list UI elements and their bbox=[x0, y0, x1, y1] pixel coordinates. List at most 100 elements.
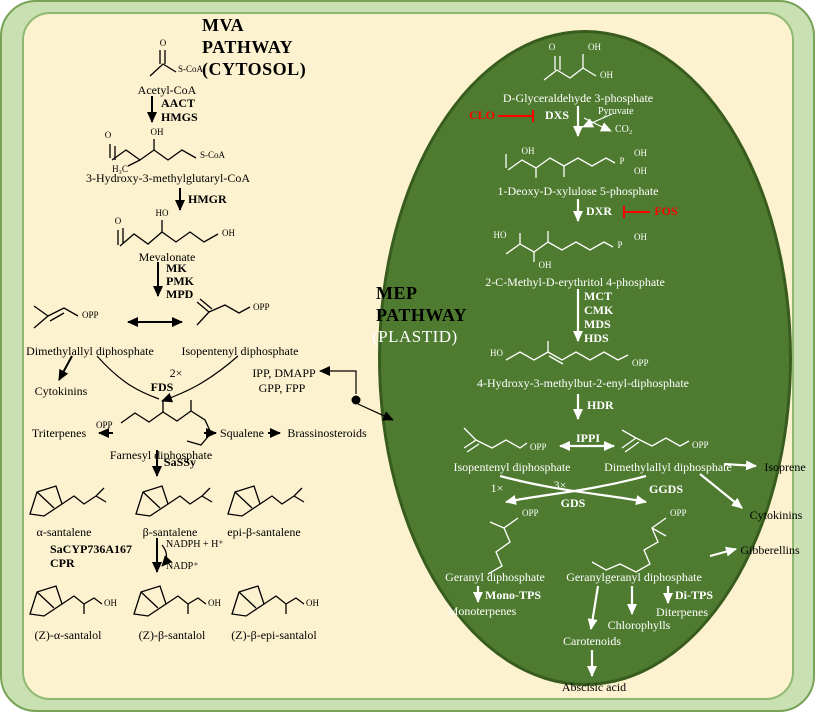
pool-line2-label: GPP, FPP bbox=[258, 381, 306, 395]
z-alpha-santalol-label: (Z)-α-santalol bbox=[34, 628, 102, 642]
fos-inhibitor-label: FOS bbox=[654, 204, 678, 218]
mep-title-line3: (PLASTID) bbox=[372, 327, 458, 346]
mep-title-line2: PATHWAY bbox=[376, 305, 468, 325]
cmk-enzyme-label: CMK bbox=[584, 303, 614, 317]
gds-enzyme-label: GDS bbox=[560, 496, 586, 510]
dxr-enzyme-label: DXR bbox=[586, 204, 612, 218]
nadp-cofactor-label: NADP⁺ bbox=[166, 561, 199, 572]
aact-enzyme-label: AACT bbox=[161, 96, 196, 110]
co2-label: CO₂ bbox=[615, 124, 633, 135]
cytokinins-label: Cytokinins bbox=[34, 384, 88, 398]
mevalonate-label: Mevalonate bbox=[138, 250, 196, 264]
carotenoids-label: Carotenoids bbox=[563, 634, 621, 648]
gds-multiplier-label: 1× bbox=[490, 481, 504, 495]
ippi-enzyme-label: IPPI bbox=[576, 431, 600, 445]
mono-tps-enzyme-label: Mono-TPS bbox=[485, 588, 542, 602]
ggpp-opp-atom: OPP bbox=[670, 508, 687, 518]
chlorophylls-label: Chlorophylls bbox=[607, 618, 671, 632]
pool-line1-label: IPP, DMAPP bbox=[252, 366, 316, 380]
mva-title-line2: PATHWAY bbox=[202, 37, 294, 57]
hmgcoa-scoa-atom: S-CoA bbox=[200, 150, 226, 160]
z-beta-santalol-label: (Z)-β-santalol bbox=[138, 628, 206, 642]
brassinosteroids-label: Brassinosteroids bbox=[287, 426, 367, 440]
mct-enzyme-label: MCT bbox=[584, 289, 612, 303]
mep-ho-atom: HO bbox=[493, 230, 507, 240]
gap-oh-atom2: OH bbox=[600, 70, 613, 80]
mevalonate-ho-atom: HO bbox=[155, 208, 169, 218]
mep-title-line1: MEP bbox=[376, 283, 418, 303]
hmgcoa-h3c-atom: H₃C bbox=[112, 164, 128, 174]
alpha-santalol-oh-atom: OH bbox=[104, 598, 117, 608]
gibberellins-label: Gibberellins bbox=[740, 543, 800, 557]
ggpp-label: Geranylgeranyl diphosphate bbox=[566, 570, 702, 584]
mk-enzyme-label: MK bbox=[166, 261, 187, 275]
gap-oh-atom1: OH bbox=[588, 42, 601, 52]
dxp-oh-atom3: OH bbox=[634, 166, 647, 176]
hmgcoa-o-atom: O bbox=[104, 130, 112, 140]
z-beta-epi-santalol-label: (Z)-β-epi-santalol bbox=[231, 628, 317, 642]
mevalonate-oh-atom: OH bbox=[222, 228, 235, 238]
plastid-ellipse bbox=[378, 30, 792, 686]
ggds-multiplier-label: 3× bbox=[553, 478, 567, 492]
cpr-enzyme-label: CPR bbox=[50, 556, 75, 570]
hmbpp-opp-atom: OPP bbox=[632, 358, 649, 368]
hmbpp-label: 4-Hydroxy-3-methylbut-2-enyl-diphosphate bbox=[477, 376, 689, 390]
ipp-plastid-opp-atom: OPP bbox=[530, 442, 547, 452]
epi-beta-santalene-label: epi-β-santalene bbox=[227, 525, 301, 539]
dxp-oh-atom2: OH bbox=[634, 148, 647, 158]
mevalonate-o-atom: O bbox=[114, 216, 122, 226]
hmbpp-ho-atom: HO bbox=[490, 348, 503, 358]
isoprene-label: Isoprene bbox=[764, 460, 806, 474]
epi-santalol-oh-atom: OH bbox=[306, 598, 319, 608]
di-tps-enzyme-label: Di-TPS bbox=[675, 588, 714, 602]
hds-enzyme-label: HDS bbox=[584, 331, 609, 345]
gpp-label: Geranyl diphosphate bbox=[445, 570, 545, 584]
acetyl-coa-label: Acetyl-CoA bbox=[137, 83, 197, 97]
mep-compound-label: 2-C-Methyl-D-erythritol 4-phosphate bbox=[485, 275, 665, 289]
squalene-label: Squalene bbox=[220, 426, 264, 440]
gpp-opp-atom: OPP bbox=[522, 508, 539, 518]
mep-p-atom: P bbox=[617, 240, 623, 250]
dxp-p-atom: P bbox=[619, 156, 625, 166]
gap-label: D-Glyceraldehyde 3-phosphate bbox=[502, 91, 654, 105]
dxp-oh-atom1: OH bbox=[521, 146, 535, 156]
abscisic-acid-label: Abscisic acid bbox=[561, 680, 627, 694]
pyruvate-label: Pyruvate bbox=[598, 106, 634, 117]
mva-title-line3: (CYTOSOL) bbox=[202, 59, 307, 79]
hmgs-enzyme-label: HMGS bbox=[161, 110, 198, 124]
diterpenes-label: Diterpenes bbox=[656, 605, 708, 619]
dmapp-label: Dimethylallyl diphosphate bbox=[26, 344, 154, 358]
hmgr-enzyme-label: HMGR bbox=[188, 192, 227, 206]
clo-inhibitor-label: CLO bbox=[468, 108, 496, 122]
dxs-enzyme-label: DXS bbox=[544, 108, 570, 122]
mep-oh-atom1: OH bbox=[538, 260, 552, 270]
sassy-enzyme-label: SaSSy bbox=[164, 455, 197, 469]
dmapp-opp-atom: OPP bbox=[82, 310, 99, 320]
hdr-enzyme-label: HDR bbox=[587, 398, 614, 412]
triterpenes-label: Triterpenes bbox=[31, 426, 87, 440]
hmgcoa-oh-atom: OH bbox=[150, 127, 164, 137]
mds-enzyme-label: MDS bbox=[584, 317, 611, 331]
cytokinins-plastid-label: Cytokinins bbox=[749, 508, 803, 522]
ipp-plastid-label: Isopentenyl diphosphate bbox=[453, 460, 571, 474]
monoterpenes-label: Monoterpenes bbox=[447, 604, 517, 618]
nadph-cofactor-label: NADPH + H⁺ bbox=[166, 539, 224, 550]
fpp-label: Farnesyl diphosphate bbox=[109, 448, 213, 462]
dxp-label: 1-Deoxy-D-xylulose 5-phosphate bbox=[497, 184, 659, 198]
beta-santalene-label: β-santalene bbox=[142, 525, 198, 539]
mpd-enzyme-label: MPD bbox=[166, 287, 194, 301]
gap-o-atom: O bbox=[548, 42, 556, 52]
dmapp-plastid-label: Dimethylallyl diphosphate bbox=[604, 460, 732, 474]
fpp-opp-atom: OPP bbox=[96, 420, 113, 430]
beta-santalol-oh-atom: OH bbox=[208, 598, 221, 608]
ipp-opp-atom: OPP bbox=[253, 302, 270, 312]
alpha-santalene-label: α-santalene bbox=[36, 525, 92, 539]
cyp-enzyme-label: SaCYP736A167 bbox=[50, 542, 133, 556]
ipp-label: Isopentenyl diphosphate bbox=[181, 344, 299, 358]
mep-oh-atom2: OH bbox=[634, 232, 647, 242]
fds-multiplier-label: 2× bbox=[169, 366, 183, 380]
ggds-enzyme-label: GGDS bbox=[648, 482, 684, 496]
hmg-coa-label: 3-Hydroxy-3-methylglutaryl-CoA bbox=[86, 171, 250, 185]
fds-enzyme-label: FDS bbox=[150, 380, 174, 394]
